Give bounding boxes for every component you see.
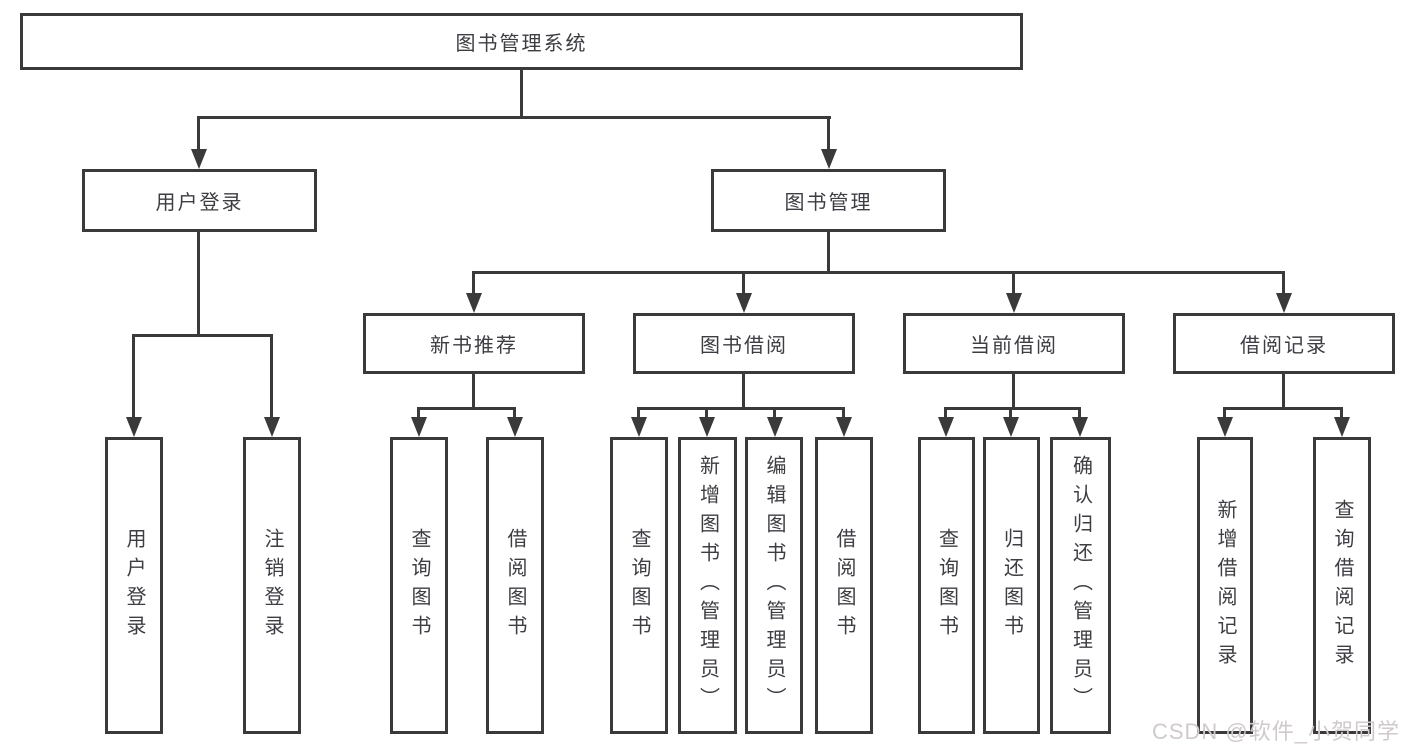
connector-line <box>417 407 420 421</box>
arrowhead-down-icon <box>821 149 837 169</box>
connector-stem-book-management <box>827 116 830 151</box>
leaf-label: 新增图书（管理员） <box>696 455 719 716</box>
connector-line <box>472 271 475 296</box>
arrowhead-down-icon <box>631 417 647 437</box>
connector-top-split <box>198 116 831 119</box>
leaf-borrow-books-2: 借阅图书 <box>815 437 873 734</box>
connector-level2-split <box>472 271 1285 274</box>
leaf-label: 用户登录 <box>123 527 145 644</box>
connector-line <box>773 407 776 421</box>
connector-line <box>1223 407 1226 421</box>
leaf-label: 借阅图书 <box>833 527 855 644</box>
connector-stem-user-login <box>197 116 200 151</box>
node-current-borrowing: 当前借阅 <box>903 313 1125 374</box>
connector-group-stem <box>472 374 475 410</box>
connector-user-login-stem <box>197 232 200 336</box>
connector-line <box>1012 271 1015 296</box>
connector-line <box>1340 407 1343 421</box>
node-library-management-system: 图书管理系统 <box>20 13 1023 70</box>
connector-line <box>1078 407 1081 421</box>
leaf-query-books-2: 查询图书 <box>610 437 668 734</box>
connector-line <box>1009 407 1012 421</box>
arrowhead-down-icon <box>1072 417 1088 437</box>
leaf-label: 查询图书 <box>628 527 650 644</box>
connector-group-stem <box>1282 374 1285 410</box>
node-book-borrowing: 图书借阅 <box>633 313 855 374</box>
connector-group-split <box>637 407 845 410</box>
connector-group-split <box>417 407 516 410</box>
leaf-label: 查询图书 <box>408 527 430 644</box>
connector-group-stem <box>1012 374 1015 410</box>
leaf-user-login: 用户登录 <box>105 437 163 734</box>
arrowhead-down-icon <box>466 293 482 313</box>
connector-root-stem <box>520 68 523 118</box>
connector-line <box>270 334 273 420</box>
arrowhead-down-icon <box>1217 417 1233 437</box>
arrowhead-down-icon <box>836 417 852 437</box>
arrowhead-down-icon <box>938 417 954 437</box>
leaf-label: 归还图书 <box>1000 527 1023 644</box>
connector-line <box>132 334 135 420</box>
leaf-add-book-admin: 新增图书（管理员） <box>678 437 737 734</box>
csdn-watermark: CSDN @软件_小贺同学 <box>1151 719 1400 744</box>
leaf-edit-book-admin: 编辑图书（管理员） <box>745 437 803 734</box>
connector-line <box>742 271 745 296</box>
connector-group-split <box>944 407 1081 410</box>
connector-line <box>705 407 708 421</box>
connector-group-stem <box>742 374 745 410</box>
connector-book-management-stem <box>827 232 830 273</box>
leaf-query-books-1: 查询图书 <box>390 437 448 734</box>
leaf-label: 查询借阅记录 <box>1331 498 1353 673</box>
arrowhead-down-icon <box>1276 293 1292 313</box>
node-borrowing-records: 借阅记录 <box>1173 313 1395 374</box>
arrowhead-down-icon <box>1334 417 1350 437</box>
arrowhead-down-icon <box>1006 293 1022 313</box>
connector-line <box>637 407 640 421</box>
leaf-query-borrow-record: 查询借阅记录 <box>1313 437 1371 734</box>
arrowhead-down-icon <box>699 417 715 437</box>
leaf-query-books-3: 查询图书 <box>918 437 975 734</box>
leaf-borrow-books-1: 借阅图书 <box>486 437 544 734</box>
leaf-label: 编辑图书（管理员） <box>763 455 785 716</box>
leaf-add-borrow-record: 新增借阅记录 <box>1197 437 1253 734</box>
leaf-label: 注销登录 <box>261 527 283 644</box>
leaf-label: 查询图书 <box>935 527 958 644</box>
arrowhead-down-icon <box>736 293 752 313</box>
leaf-confirm-return-admin: 确认归还（管理员） <box>1050 437 1111 734</box>
connector-line <box>842 407 845 421</box>
node-user-login: 用户登录 <box>82 169 317 232</box>
leaf-return-book: 归还图书 <box>983 437 1040 734</box>
leaf-label: 借阅图书 <box>504 527 526 644</box>
node-book-management: 图书管理 <box>711 169 946 232</box>
leaf-label: 确认归还（管理员） <box>1069 455 1092 716</box>
arrowhead-down-icon <box>507 417 523 437</box>
node-new-book-recommendation: 新书推荐 <box>363 313 585 374</box>
arrowhead-down-icon <box>411 417 427 437</box>
arrowhead-down-icon <box>126 417 142 437</box>
connector-line <box>944 407 947 421</box>
connector-line <box>1282 271 1285 296</box>
connector-group-split <box>1223 407 1343 410</box>
connector-line <box>513 407 516 421</box>
leaf-label: 新增借阅记录 <box>1214 498 1236 673</box>
arrowhead-down-icon <box>767 417 783 437</box>
arrowhead-down-icon <box>1003 417 1019 437</box>
leaf-logout: 注销登录 <box>243 437 301 734</box>
arrowhead-down-icon <box>191 149 207 169</box>
connector-user-login-split <box>132 334 273 337</box>
arrowhead-down-icon <box>264 417 280 437</box>
